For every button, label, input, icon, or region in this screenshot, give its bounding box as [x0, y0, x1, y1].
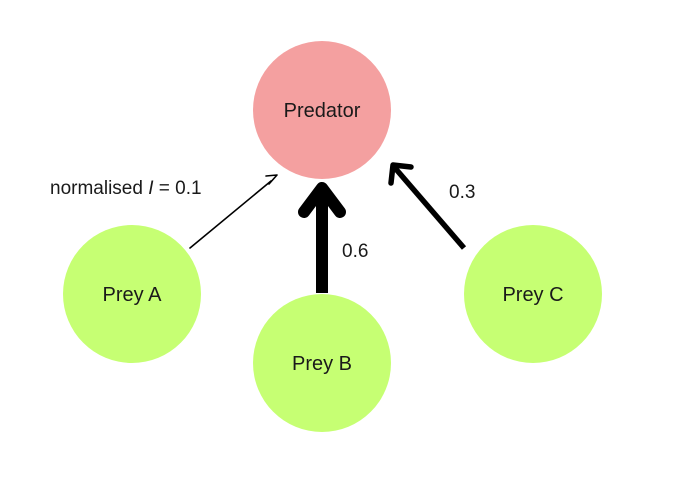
prey-a-circle	[63, 225, 201, 363]
edge-c-shaft	[392, 166, 467, 250]
edge-a-symbol: I	[148, 178, 154, 199]
prey-b-label: Prey B	[292, 353, 352, 375]
edge-b-weight-label: 0.6	[342, 241, 368, 262]
prey-c-label: Prey C	[502, 284, 563, 306]
edge-c-arrowhead	[388, 162, 414, 186]
edge-c-weight-label: 0.3	[449, 182, 475, 203]
edge-a-weight-label: normalised I = 0.1	[50, 178, 202, 199]
predator-label: Predator	[284, 100, 361, 122]
edge-b-arrowhead	[298, 182, 346, 218]
predator-circle	[253, 41, 391, 179]
node-prey-b: Prey B	[253, 294, 391, 432]
prey-c-circle	[464, 225, 602, 363]
node-predator: Predator	[253, 41, 391, 179]
edge-prey-a-to-predator	[189, 174, 278, 249]
edge-a-arrowhead	[265, 174, 278, 185]
edge-a-shaft	[189, 180, 272, 249]
edge-prey-b-to-predator	[298, 182, 346, 293]
prey-a-label: Prey A	[103, 284, 163, 306]
edge-prey-c-to-predator	[388, 162, 467, 250]
edge-a-prefix: normalised	[50, 178, 148, 199]
prey-b-circle	[253, 294, 391, 432]
edge-a-value: = 0.1	[154, 178, 202, 199]
node-prey-c: Prey C	[464, 225, 602, 363]
node-prey-a: Prey A	[63, 225, 201, 363]
